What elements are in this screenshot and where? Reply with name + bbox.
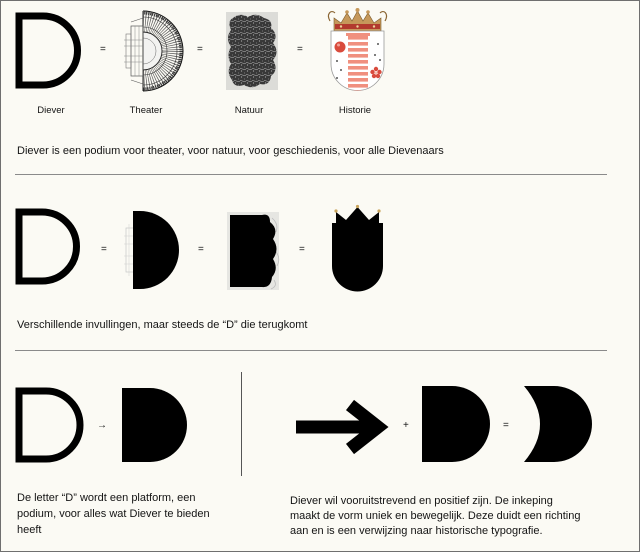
- equals-sign: =: [297, 44, 303, 55]
- theater-illustration: [124, 10, 184, 92]
- coat-of-arms-illustration: [327, 8, 388, 91]
- equals-sign: =: [197, 44, 203, 55]
- caption-line: heeft: [17, 524, 42, 536]
- heraldic-flower: [370, 66, 382, 79]
- equals-sign: =: [101, 244, 107, 255]
- caption-line: maakt de vorm uniek en bewegelijk. Deze …: [290, 510, 581, 522]
- letter-d-outline: [15, 12, 81, 89]
- nature-illustration: [226, 12, 278, 90]
- d-shape-with-notch: [524, 386, 592, 462]
- label-diever: Diever: [37, 105, 65, 116]
- letter-d-outline-2: [15, 208, 80, 285]
- label-historie: Historie: [338, 105, 372, 116]
- equals-sign: =: [299, 244, 305, 255]
- caption-line: De letter “D” wordt een platform, een: [17, 492, 196, 504]
- caption-identity: Diever is een podium voor theater, voor …: [17, 145, 444, 157]
- arrow-right-icon: [296, 399, 389, 455]
- caption-line: Diever wil vooruitstrevend en positief z…: [290, 495, 553, 507]
- heritage-d-shape: [332, 204, 383, 292]
- equals-sign: =: [503, 420, 509, 431]
- caption-line: podium, voor alles wat Diever te bieden: [17, 508, 210, 520]
- crown-illustration: [327, 8, 388, 32]
- equals-sign: =: [100, 44, 106, 55]
- section-divider: [15, 350, 607, 351]
- caption-platform: De letter “D” wordt een platform, een po…: [17, 490, 210, 538]
- nature-d-shape: [227, 212, 280, 290]
- caption-notch: Diever wil vooruitstrevend en positief z…: [290, 494, 580, 539]
- section-divider: [15, 174, 607, 175]
- caption-line: aan en is een verwijzing naar historisch…: [290, 525, 543, 537]
- theater-d-shape: [124, 211, 179, 289]
- caption-shapes: Verschillende invullingen, maar steeds d…: [17, 319, 308, 331]
- label-natuur: Natuur: [234, 105, 264, 116]
- d-shape: [422, 386, 490, 462]
- letter-d-outline-3: [15, 387, 84, 463]
- plus-sign: +: [403, 420, 409, 431]
- label-theater: Theater: [129, 105, 163, 116]
- small-arrow: →: [97, 420, 107, 431]
- equals-sign: =: [198, 244, 204, 255]
- d-platform-shape: [122, 388, 187, 462]
